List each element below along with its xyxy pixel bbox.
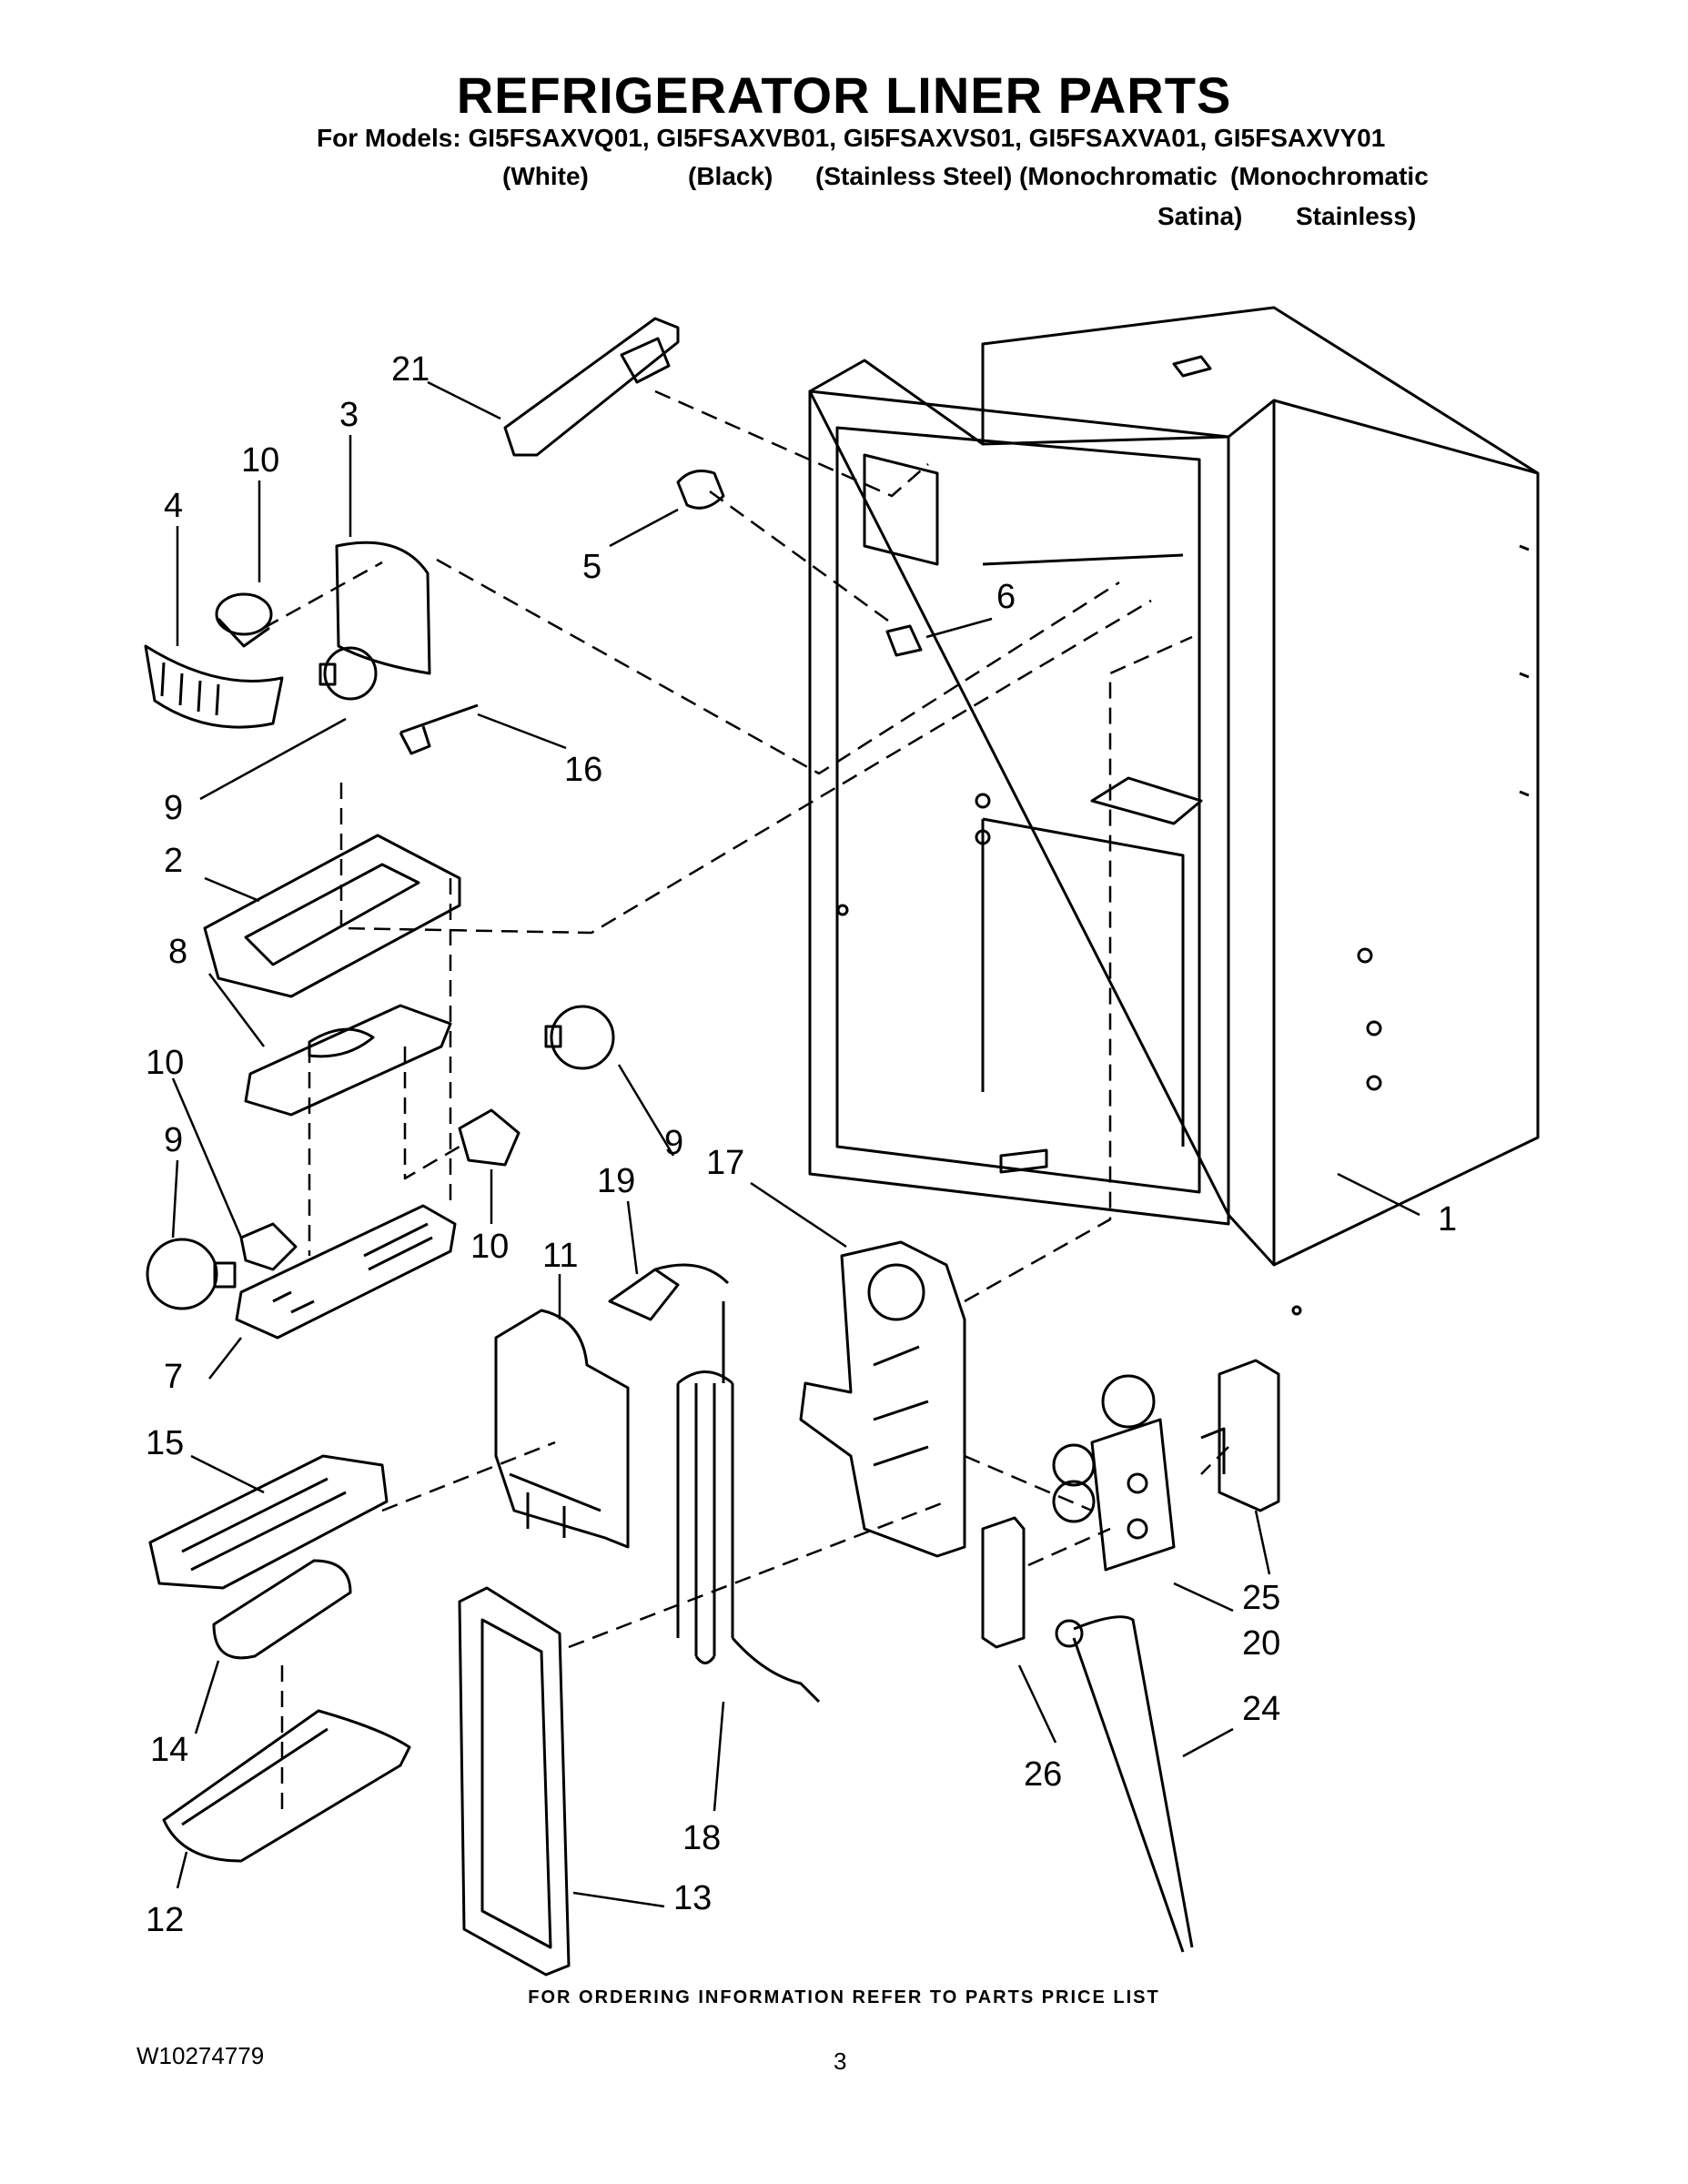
part-10-socket-right — [458, 1108, 521, 1167]
variant-monochromatic-1: (Monochromatic — [1019, 162, 1218, 190]
callout-7: 7 — [164, 1358, 183, 1396]
leader-lines — [171, 380, 1420, 1908]
callout-10-top: 10 — [241, 441, 279, 480]
part-4-lens — [144, 644, 284, 729]
part-14-filter — [212, 1559, 352, 1660]
callout-9-top: 9 — [164, 789, 183, 827]
callout-25: 25 — [1242, 1579, 1280, 1617]
part-16-switch — [399, 703, 479, 755]
callout-5: 5 — [582, 548, 601, 586]
part-10-socket-top — [215, 592, 273, 648]
part-6-clip — [885, 624, 923, 657]
part-17-control-housing — [799, 1240, 966, 1558]
callout-19: 19 — [597, 1162, 635, 1200]
variant-monochromatic-2: (Monochromatic — [1230, 162, 1429, 190]
variant-black: (Black) — [688, 162, 773, 190]
part-2-housing — [203, 834, 461, 998]
part-liner-box — [808, 306, 1540, 1316]
ordering-note: FOR ORDERING INFORMATION REFER TO PARTS … — [528, 1987, 1160, 2007]
callout-1: 1 — [1438, 1200, 1457, 1239]
callout-8: 8 — [168, 933, 187, 971]
callout-11: 11 — [542, 1237, 578, 1275]
callout-24: 24 — [1242, 1690, 1280, 1728]
callout-26: 26 — [1024, 1755, 1062, 1794]
part-3-heater-sheet — [335, 541, 431, 675]
variant-white: (White) — [502, 162, 589, 190]
part-5-clip — [676, 470, 725, 510]
callout-21: 21 — [391, 350, 430, 389]
part-26-cover — [981, 1516, 1026, 1649]
callout-17: 17 — [706, 1144, 744, 1182]
part-20-water-valve — [1052, 1374, 1176, 1572]
part-11-housing — [494, 1309, 630, 1549]
part-21-cover — [503, 317, 680, 457]
part-7-grill — [235, 1204, 457, 1340]
page-title: REFRIGERATOR LINER PARTS — [456, 66, 1232, 124]
models-line: For Models: GI5FSAXVQ01, GI5FSAXVB01, GI… — [317, 124, 1386, 152]
part-9-bulb-left — [146, 1238, 237, 1310]
callout-15: 15 — [146, 1424, 184, 1462]
variant-satina: Satina) — [1157, 202, 1243, 230]
part-13-trim — [458, 1586, 571, 1977]
part-24-water-tube — [1055, 1615, 1194, 1953]
part-8-diffuser — [244, 1004, 452, 1117]
document-number: W10274779 — [136, 2042, 265, 2069]
part-9-bulb-right — [544, 1005, 615, 1070]
callout-20: 20 — [1242, 1624, 1280, 1663]
part-10-socket-left — [239, 1222, 298, 1271]
part-15-filter-housing — [148, 1454, 389, 1590]
part-19-thermostat — [608, 1263, 730, 1321]
callout-14: 14 — [150, 1731, 188, 1769]
callout-3: 3 — [339, 396, 359, 434]
callout-9-left: 9 — [164, 1121, 183, 1159]
callout-numbers: 21 3 10 4 5 6 16 9 2 8 10 9 10 9 17 19 1… — [146, 350, 1457, 1939]
callout-6: 6 — [996, 578, 1016, 616]
part-25-bracket — [1200, 1359, 1280, 1512]
callout-13: 13 — [673, 1879, 712, 1917]
callout-10-left: 10 — [146, 1044, 184, 1082]
callout-2: 2 — [164, 842, 183, 880]
variant-stainless: Stainless) — [1296, 202, 1417, 230]
callout-12: 12 — [146, 1901, 184, 1939]
page-number: 3 — [834, 2048, 847, 2075]
callout-10-mid: 10 — [470, 1228, 509, 1266]
callout-4: 4 — [164, 487, 183, 525]
part-9-bulb-top — [318, 646, 378, 701]
part-18-evaporator — [676, 1301, 821, 1704]
callout-9-right: 9 — [664, 1124, 683, 1162]
variant-stainless-steel: (Stainless Steel) — [815, 162, 1013, 190]
part-12-filter-cover — [162, 1709, 411, 1863]
assembly-lines — [263, 389, 1229, 1811]
callout-18: 18 — [682, 1819, 721, 1857]
callout-16: 16 — [564, 751, 602, 789]
